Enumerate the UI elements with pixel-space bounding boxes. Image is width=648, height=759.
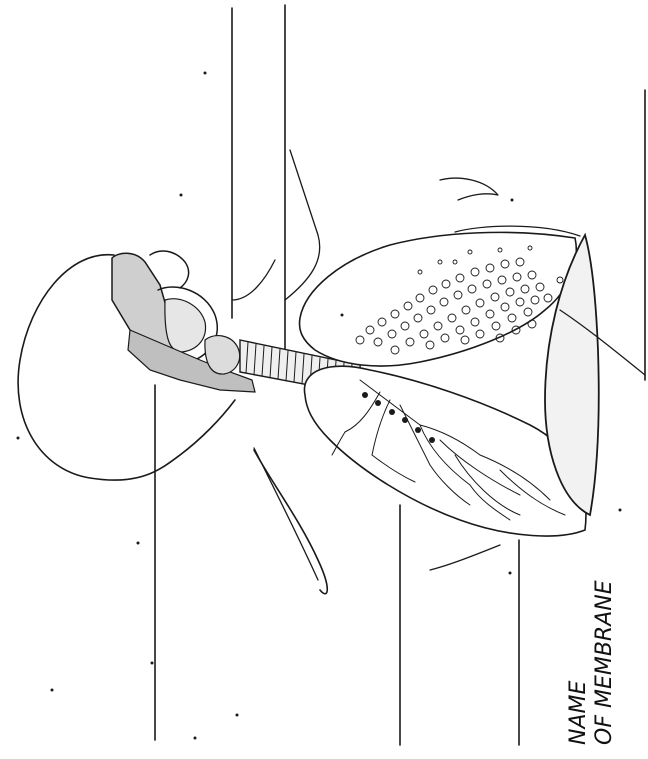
leader-nasal [232,260,275,300]
membrane-label: NAME OF MEMBRANE [566,580,617,745]
leader-lower-lung [430,545,500,570]
lung-lower [304,366,585,536]
tongue [165,299,206,352]
larynx [205,336,240,374]
leader-pharynx [285,150,320,300]
lung-upper-outline [300,232,577,366]
label-of-membrane: OF MEMBRANE [592,580,617,745]
lung-lower-outline [304,366,585,536]
lung-upper [300,226,580,366]
nasal-oral-cavity [112,251,255,392]
chin-line [180,400,235,455]
leader-upper-lung [440,178,498,200]
leader-neck [254,448,318,580]
label-name: NAME [566,681,591,745]
